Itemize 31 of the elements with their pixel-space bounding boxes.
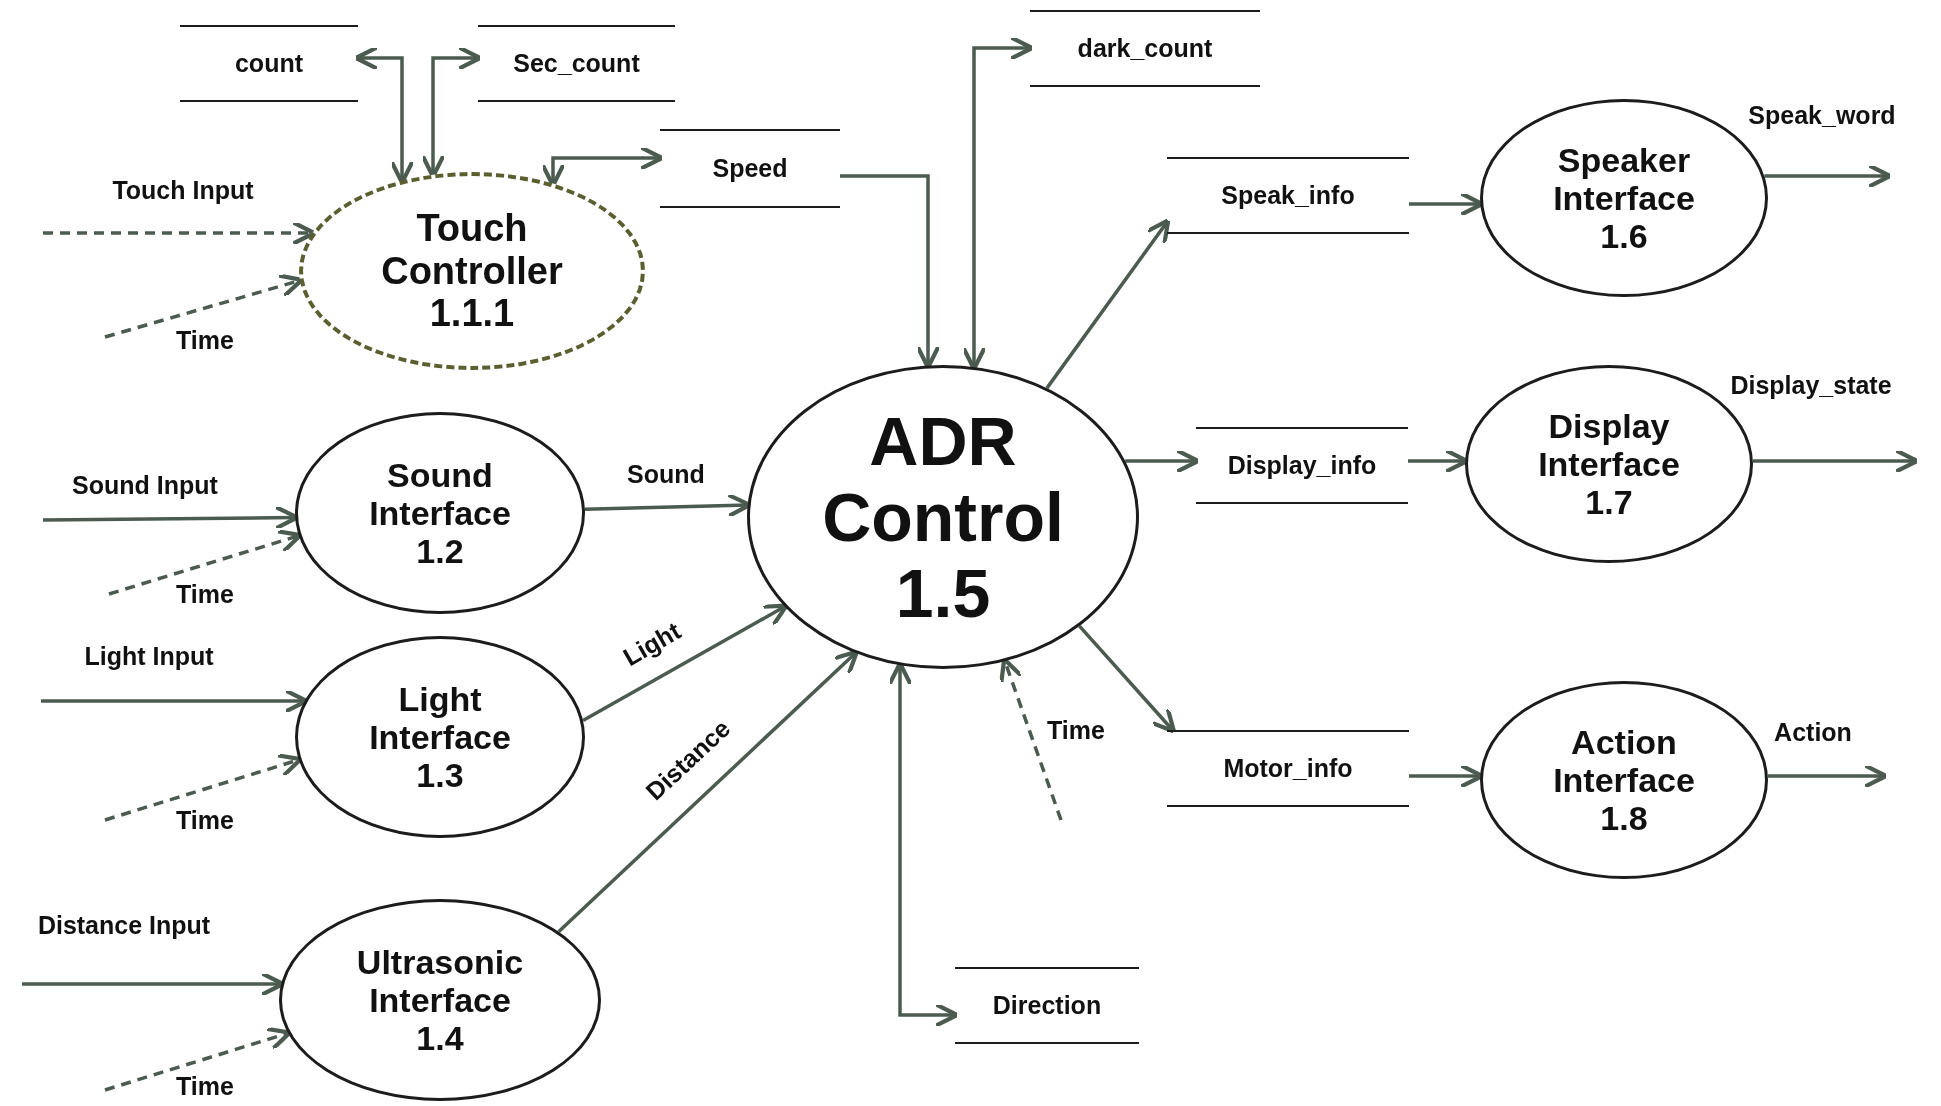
process-number: 1.5	[895, 555, 991, 632]
arrow	[582, 603, 789, 722]
arrow	[1045, 218, 1171, 390]
process-number: 1.1.1	[429, 292, 515, 335]
data-store	[1167, 157, 1409, 234]
process-number: 1.2	[416, 532, 464, 571]
process-name: Touch Controller	[380, 207, 564, 293]
data-store	[1196, 427, 1408, 504]
process-name: Ultrasonic Interface	[355, 942, 525, 1020]
process-name: Display Interface	[1537, 406, 1681, 484]
arrow	[1752, 448, 1920, 474]
data-store	[1030, 10, 1260, 87]
arrow	[1767, 763, 1889, 789]
process-name: Speaker Interface	[1552, 140, 1696, 218]
data-store	[955, 967, 1139, 1044]
arrow	[557, 649, 860, 933]
process-name: Action Interface	[1552, 722, 1696, 800]
arrow	[1764, 163, 1893, 189]
process-name: ADR Control	[821, 402, 1065, 556]
data-store	[660, 129, 840, 208]
process-name: Light Interface	[368, 679, 512, 757]
process-number: 1.3	[416, 756, 464, 795]
process-number: 1.6	[1600, 217, 1648, 256]
process-number: 1.7	[1585, 483, 1633, 522]
data-store	[478, 25, 675, 102]
process-number: 1.8	[1600, 799, 1648, 838]
process-number: 1.4	[416, 1019, 464, 1058]
process-name: Sound Interface	[368, 455, 512, 533]
arrow	[1078, 624, 1177, 734]
data-store	[180, 25, 358, 102]
data-store	[1167, 730, 1409, 807]
